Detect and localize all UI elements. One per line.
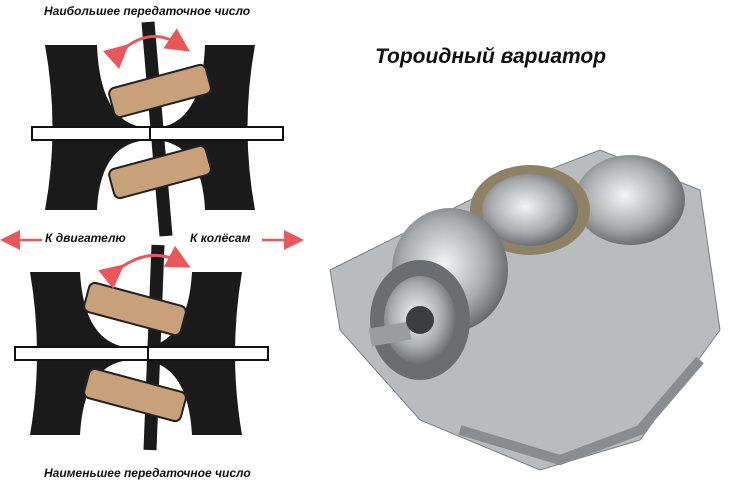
shaft-right <box>149 126 284 141</box>
label-to-engine: К двигателю <box>45 231 126 245</box>
page-title: Тороидный вариатор <box>375 45 607 68</box>
top-variator-diagram <box>31 21 284 237</box>
label-lowest-ratio: Наименьшее передаточное число <box>44 466 251 480</box>
roller-upper <box>108 63 212 119</box>
shaft-right <box>147 346 269 361</box>
roller-upper <box>83 281 187 337</box>
tilt-arrow-icon <box>98 245 191 289</box>
shaft-left <box>14 346 149 361</box>
bottom-variator-diagram <box>14 244 269 451</box>
tilt-arrow-icon <box>103 28 190 69</box>
label-highest-ratio: Наибольшее передаточное число <box>44 4 251 18</box>
label-to-wheels: К колёсам <box>190 231 251 245</box>
variator-photo <box>329 149 721 471</box>
roller-lower <box>83 367 187 423</box>
roller-lower <box>108 144 212 200</box>
shaft-left <box>31 126 151 141</box>
